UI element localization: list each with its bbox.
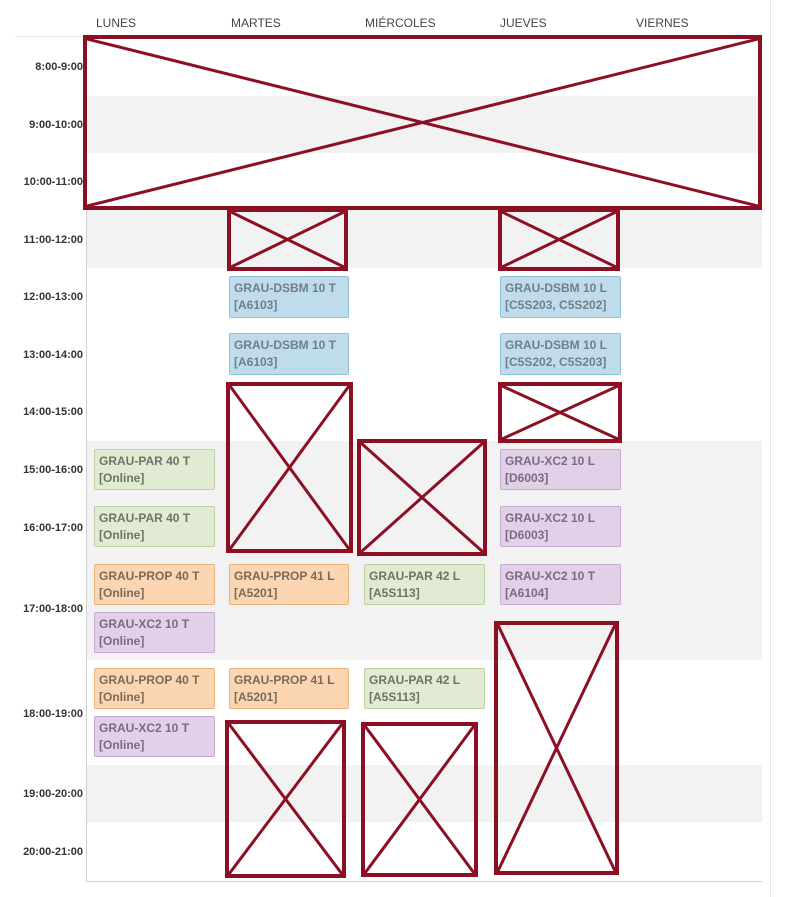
event-block[interactable]: GRAU-DSBM 10 T[A6103] bbox=[229, 276, 349, 318]
bottom-divider bbox=[86, 881, 762, 882]
placeholder-block bbox=[357, 439, 487, 556]
day-header-jueves: JUEVES bbox=[500, 16, 547, 30]
placeholder-block bbox=[361, 722, 478, 877]
right-divider bbox=[770, 0, 771, 897]
day-header-lunes: LUNES bbox=[96, 16, 137, 30]
placeholder-block bbox=[225, 720, 346, 878]
time-label: 9:00-10:00 bbox=[29, 119, 83, 131]
event-block[interactable]: GRAU-DSBM 10 T[A6103] bbox=[229, 333, 349, 375]
event-block[interactable]: GRAU-XC2 10 T[A6104] bbox=[500, 564, 621, 605]
row-band bbox=[87, 268, 762, 325]
day-header-miercoles: MIÉRCOLES bbox=[365, 16, 436, 30]
time-label: 17:00-18:00 bbox=[23, 603, 83, 615]
time-label: 10:00-11:00 bbox=[23, 176, 83, 188]
time-label: 15:00-16:00 bbox=[23, 464, 83, 476]
placeholder-block bbox=[227, 208, 348, 271]
time-label: 18:00-19:00 bbox=[23, 708, 83, 720]
day-header-viernes: VIERNES bbox=[636, 16, 689, 30]
event-block[interactable]: GRAU-PAR 42 L[A5S113] bbox=[364, 668, 485, 709]
event-block[interactable]: GRAU-PROP 41 L[A5201] bbox=[229, 564, 349, 605]
time-label: 14:00-15:00 bbox=[23, 406, 83, 418]
time-column-divider bbox=[86, 38, 87, 882]
event-block[interactable]: GRAU-XC2 10 T[Online] bbox=[94, 716, 215, 757]
event-block[interactable]: GRAU-XC2 10 L[D6003] bbox=[500, 449, 621, 490]
time-label: 13:00-14:00 bbox=[23, 349, 83, 361]
time-label: 16:00-17:00 bbox=[23, 522, 83, 534]
day-header-martes: MARTES bbox=[231, 16, 281, 30]
event-block[interactable]: GRAU-PROP 40 T[Online] bbox=[94, 564, 215, 605]
time-label: 12:00-13:00 bbox=[23, 291, 83, 303]
event-block[interactable]: GRAU-PROP 41 L[A5201] bbox=[229, 668, 349, 709]
time-label: 11:00-12:00 bbox=[23, 234, 83, 246]
placeholder-block bbox=[226, 382, 353, 553]
event-block[interactable]: GRAU-DSBM 10 L[C5S203, C5S202] bbox=[500, 276, 621, 318]
placeholder-block bbox=[498, 382, 622, 443]
placeholder-block bbox=[498, 208, 620, 271]
event-block[interactable]: GRAU-PAR 40 T[Online] bbox=[94, 449, 215, 490]
time-label: 19:00-20:00 bbox=[23, 788, 83, 800]
row-band bbox=[87, 383, 762, 441]
placeholder-block bbox=[83, 35, 762, 210]
row-band bbox=[87, 325, 762, 383]
event-block[interactable]: GRAU-PROP 40 T[Online] bbox=[94, 668, 215, 709]
event-block[interactable]: GRAU-XC2 10 T[Online] bbox=[94, 612, 215, 653]
event-block[interactable]: GRAU-PAR 40 T[Online] bbox=[94, 506, 215, 547]
time-label: 8:00-9:00 bbox=[35, 61, 83, 73]
row-band bbox=[87, 210, 762, 268]
event-block[interactable]: GRAU-XC2 10 L[D6003] bbox=[500, 506, 621, 547]
time-label: 20:00-21:00 bbox=[23, 846, 83, 858]
event-block[interactable]: GRAU-PAR 42 L[A5S113] bbox=[364, 564, 485, 605]
placeholder-block bbox=[494, 621, 619, 875]
event-block[interactable]: GRAU-DSBM 10 L[C5S202, C5S203] bbox=[500, 333, 621, 375]
